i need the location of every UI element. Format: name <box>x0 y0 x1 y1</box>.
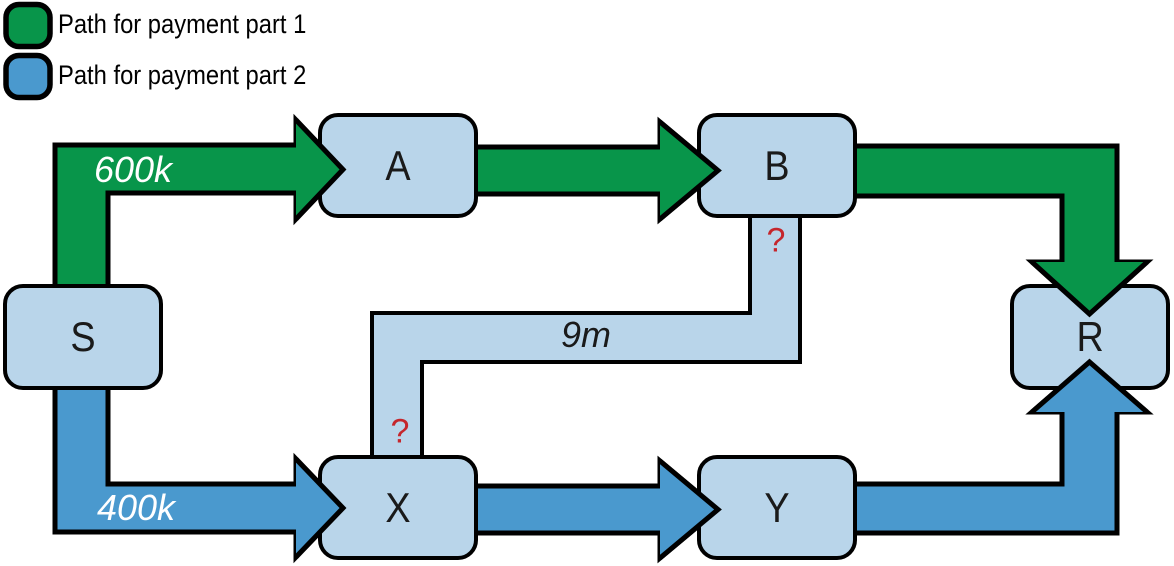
question-mark-x: ? <box>390 412 410 451</box>
path2-amount-label: 400k <box>96 487 176 528</box>
node-a-label: A <box>385 141 411 189</box>
legend-label-part1: Path for payment part 1 <box>58 9 307 39</box>
node-r-label: R <box>1076 313 1104 360</box>
channel-capacity-label: 9m <box>560 314 612 355</box>
node-y-label: Y <box>764 483 790 531</box>
legend-swatch-part1-icon <box>3 1 53 50</box>
node-x-label: X <box>385 483 411 531</box>
node-s: S <box>3 284 163 390</box>
question-mark-b: ? <box>766 221 786 260</box>
arrowhead-into-r-top <box>1030 260 1149 318</box>
legend-label-part2: Path for payment part 2 <box>58 60 307 90</box>
legend-swatch-part1 <box>3 1 53 50</box>
arrowhead-into-r-bottom <box>1030 358 1149 414</box>
path1-amount-label: 600k <box>93 149 173 190</box>
node-b-label: B <box>764 141 790 189</box>
arrowhead-into-y <box>658 459 722 560</box>
arrowhead-into-a <box>294 118 347 221</box>
node-s-label: S <box>70 313 96 360</box>
arrowhead-into-x <box>294 457 347 559</box>
arrowhead-into-b <box>658 120 722 221</box>
legend-swatch-part2 <box>3 52 53 101</box>
legend-swatch-part2-icon <box>3 52 53 101</box>
